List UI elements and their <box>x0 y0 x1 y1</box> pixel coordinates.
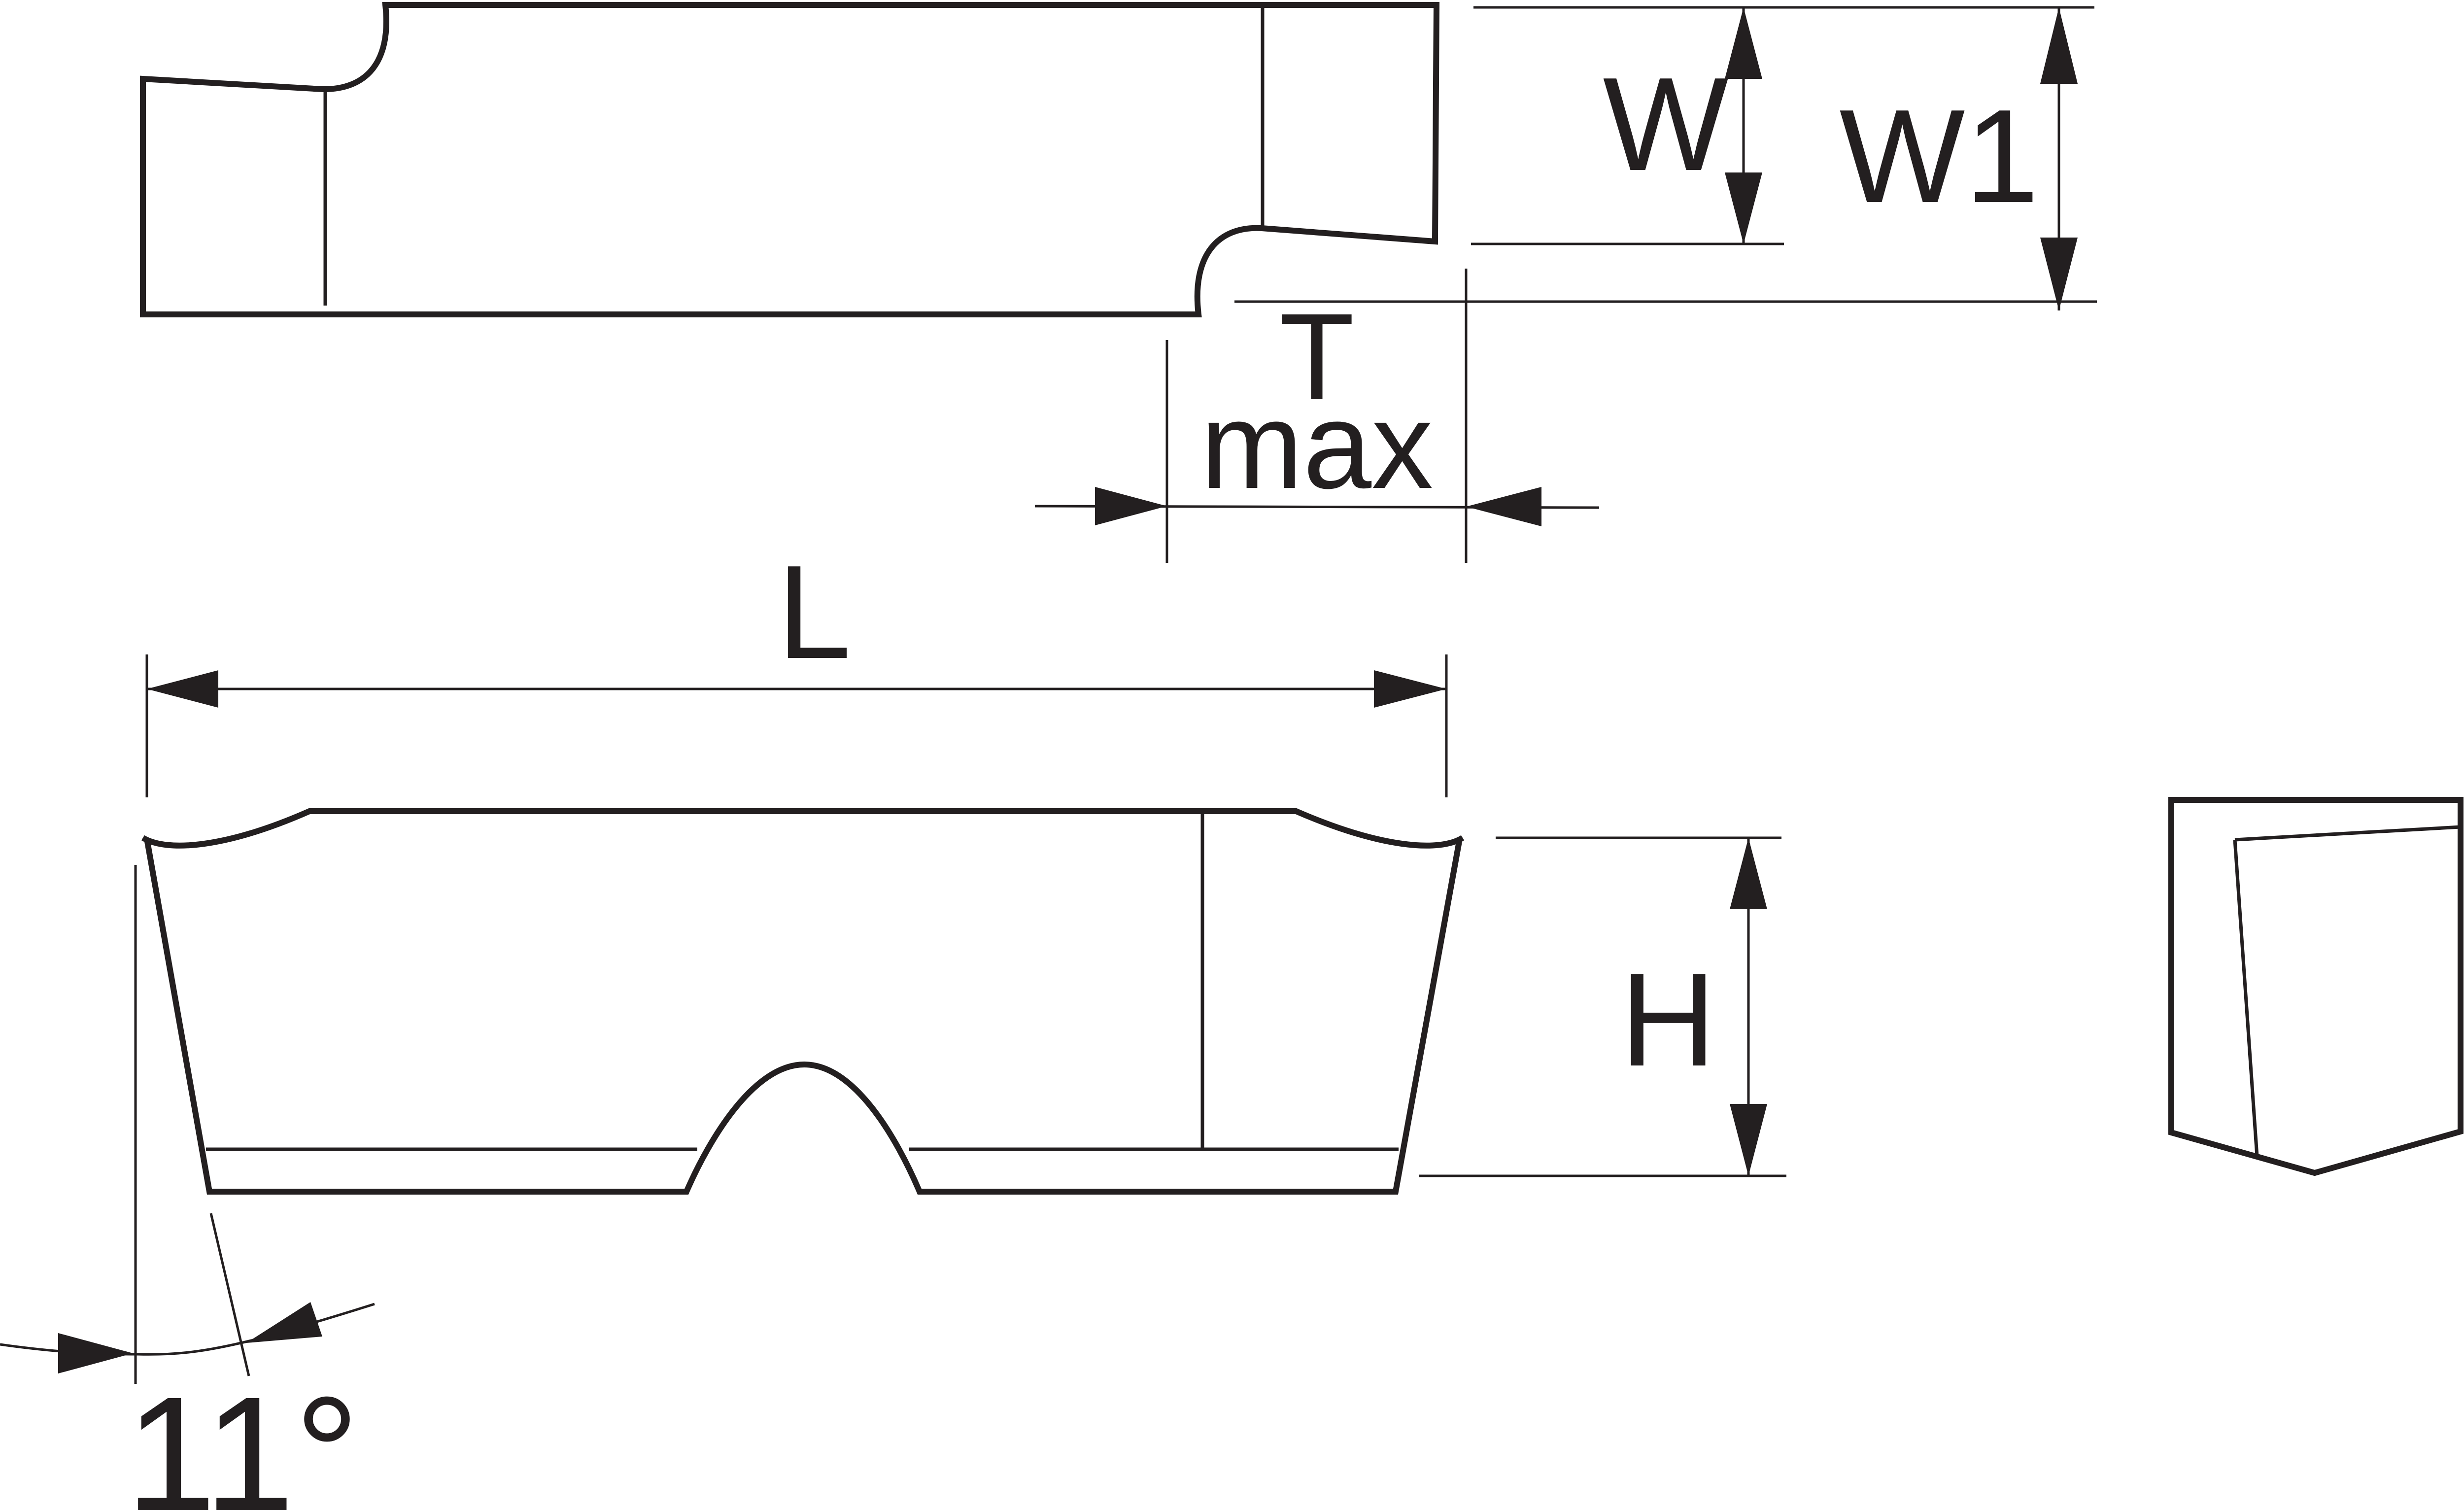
tmax-arrow-left <box>1095 487 1167 525</box>
w1-label: W1 <box>1840 82 2039 231</box>
w-arrow-up <box>1725 7 1762 79</box>
w1-arrow-down <box>2040 238 2078 310</box>
angle-dimension: 11° <box>0 865 375 1510</box>
side-view-body-outline <box>144 838 1463 1195</box>
tmax-t-label: T <box>1279 288 1355 425</box>
end-view-top-face-line <box>2234 825 2461 842</box>
h-label: H <box>1620 946 1716 1094</box>
w-label: W <box>1603 50 1730 199</box>
top-view <box>140 1 1440 317</box>
w1-dimension: W1 <box>1234 7 2097 310</box>
h-arrow-down <box>1730 1104 1767 1176</box>
l-label: L <box>777 538 851 686</box>
angle-arrow-left <box>58 1333 133 1373</box>
w1-arrow-up <box>2040 7 2078 84</box>
tmax-dimension: T max <box>1034 269 1600 563</box>
tmax-max-label: max <box>1200 377 1433 514</box>
l-dimension: L <box>145 538 1448 797</box>
end-view <box>2168 797 2464 1176</box>
w-arrow-down <box>1725 172 1762 244</box>
l-arrow-left <box>147 670 218 708</box>
end-view-outline <box>2168 797 2464 1176</box>
end-view-inclined-edge <box>2233 839 2259 1157</box>
angle-label: 11° <box>126 1363 360 1510</box>
angle-inclined-reference <box>209 1213 250 1376</box>
l-arrow-right <box>1374 670 1446 708</box>
top-view-outline <box>140 1 1440 317</box>
h-dimension: H <box>1419 836 1786 1177</box>
angle-arrow-right <box>246 1302 322 1343</box>
w-dimension: W <box>1471 6 2094 245</box>
side-view-top-edge <box>141 808 1465 849</box>
tmax-arrow-right <box>1466 487 1541 526</box>
h-arrow-up <box>1730 838 1767 909</box>
side-view <box>141 808 1465 1195</box>
